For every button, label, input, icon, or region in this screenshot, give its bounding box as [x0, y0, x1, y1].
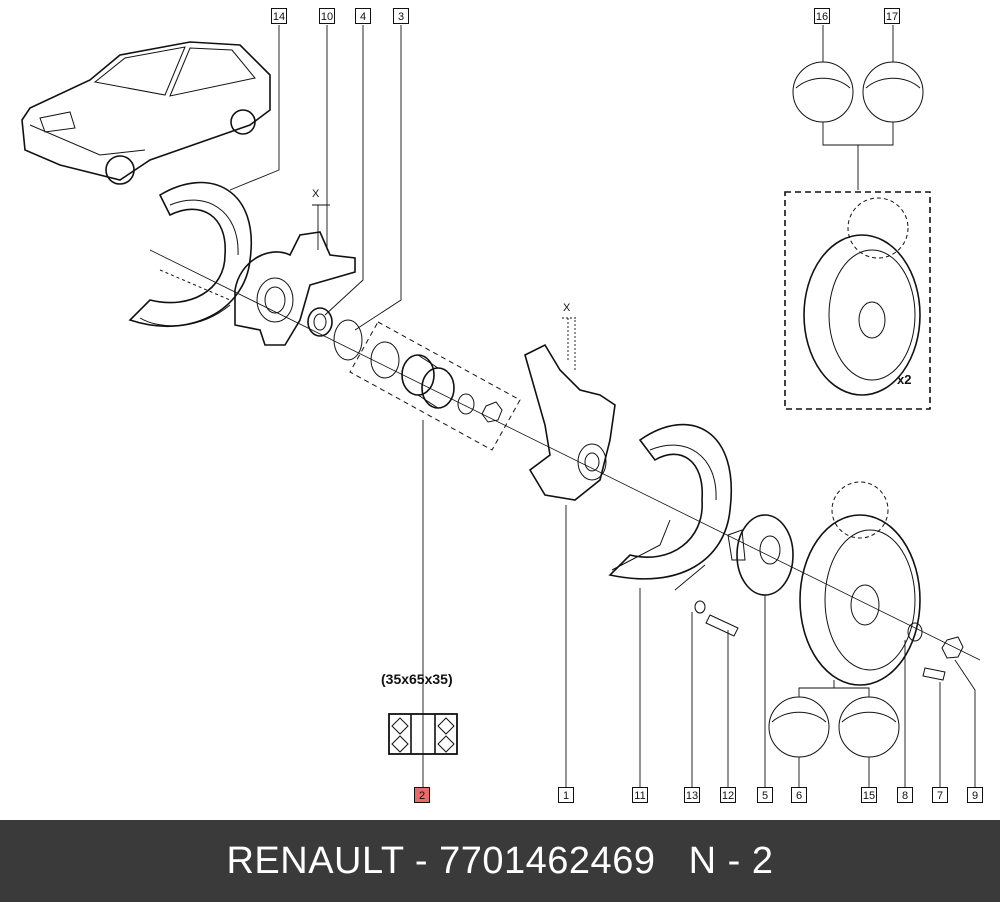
callout-12: 12	[720, 787, 736, 803]
bolt	[705, 614, 739, 637]
callout-11: 11	[632, 787, 648, 803]
splash-shield-left	[128, 181, 253, 328]
callout-16: 16	[814, 8, 830, 24]
detail-circle-17	[862, 61, 924, 123]
steering-knuckle-left	[234, 231, 356, 346]
bearing-kit-frame	[349, 321, 521, 451]
callout-17: 17	[884, 8, 900, 24]
callout-10: 10	[319, 8, 335, 24]
exploded-parts-diagram	[21, 25, 981, 787]
steering-knuckle-center	[524, 343, 616, 501]
callout-15: 15	[861, 787, 877, 803]
detail-circle-6	[768, 696, 830, 758]
splash-shield-right	[608, 423, 733, 580]
callout-3: 3	[393, 8, 409, 24]
wheel-nut	[941, 636, 964, 659]
callout-6: 6	[791, 787, 807, 803]
circlip-inner	[370, 341, 400, 379]
bolt-washer	[694, 600, 706, 614]
washer	[457, 393, 475, 415]
footer-brand: RENAULT	[226, 839, 404, 882]
footer-sheet: N - 2	[688, 839, 774, 882]
bearing-dimensions: (35x65x35)	[381, 671, 453, 687]
brake-disc	[799, 481, 921, 686]
callout-7: 7	[932, 787, 948, 803]
circlip-outer	[333, 319, 363, 361]
footer-part-number: 7701462469	[439, 839, 656, 882]
disc-washer	[907, 622, 923, 642]
wheel-bearing	[401, 354, 455, 409]
disc-kit-frame	[784, 191, 931, 410]
callout-5: 5	[757, 787, 773, 803]
brake-disc-kit	[803, 197, 921, 396]
callout-14: 14	[271, 8, 287, 24]
callout-2: 2	[414, 787, 430, 803]
quantity-label: x2	[897, 372, 912, 387]
footer-separator: -	[403, 839, 440, 882]
footer-bar: RENAULT - 7701462469 N - 2	[0, 820, 1000, 902]
callout-4: 4	[355, 8, 371, 24]
car-illustration	[21, 41, 271, 185]
seal-ring	[307, 307, 333, 337]
dimension-marker-left: X	[312, 188, 320, 200]
dimension-marker-center: X	[563, 302, 571, 314]
callout-1: 1	[558, 787, 574, 803]
disc-screw	[922, 667, 946, 681]
detail-circle-15	[838, 696, 900, 758]
detail-circle-16	[792, 61, 854, 123]
callout-13: 13	[684, 787, 700, 803]
assembly-axis	[149, 249, 981, 661]
footer-title: RENAULT - 7701462469 N - 2	[226, 840, 773, 883]
callout-9: 9	[967, 787, 983, 803]
callout-8: 8	[897, 787, 913, 803]
wheel-hub	[727, 514, 794, 596]
